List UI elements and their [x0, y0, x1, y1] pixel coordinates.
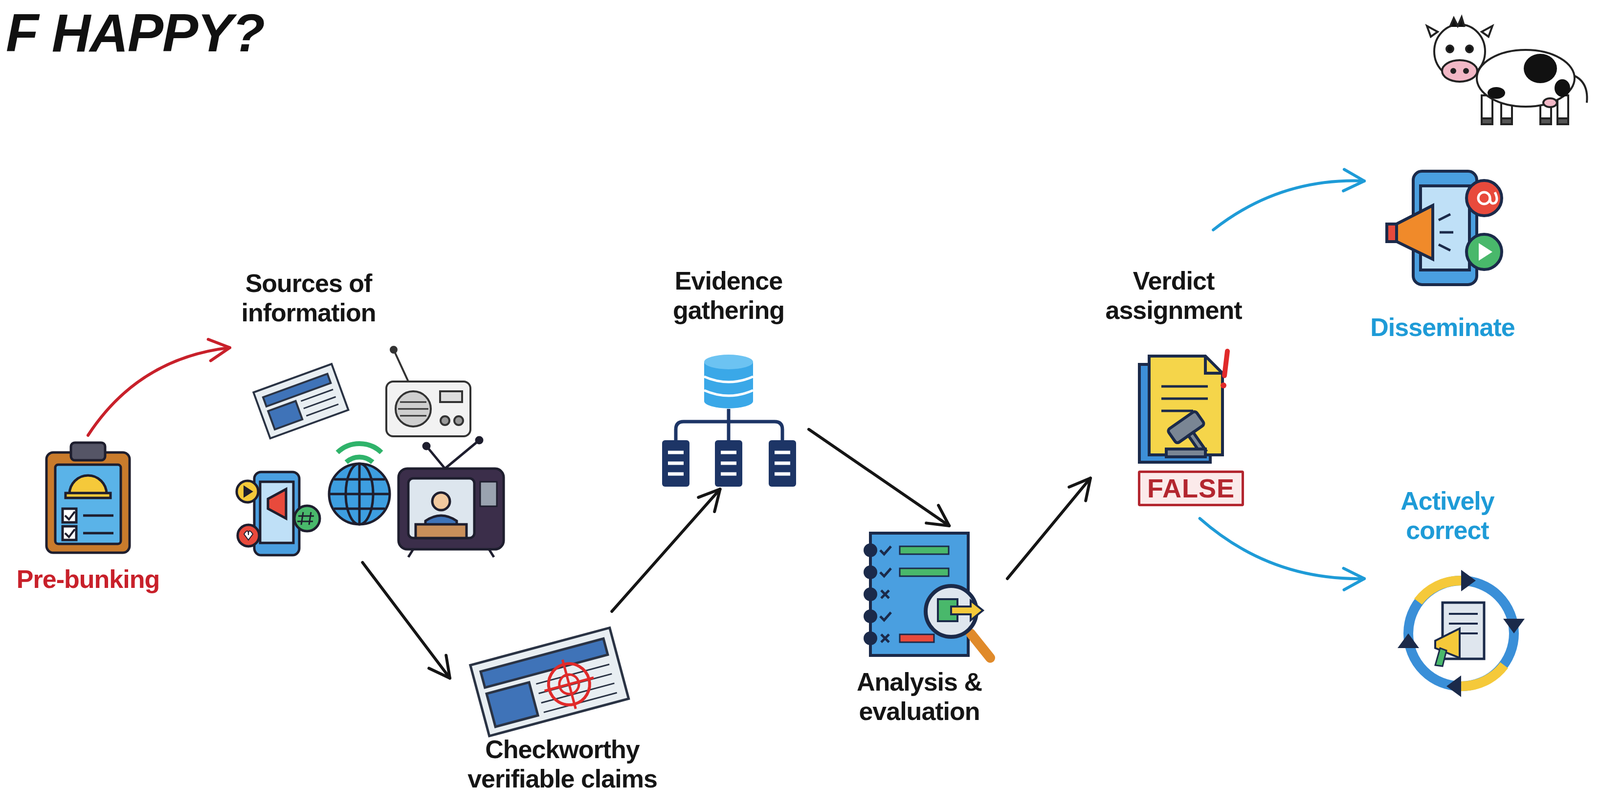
flow-line: [88, 347, 230, 436]
step-label: Pre-bunking: [7, 564, 169, 595]
outcome-step: Actively correct: [1364, 481, 1531, 702]
arrow-head: [926, 505, 950, 526]
flow-arrow: [1200, 518, 1365, 590]
flow-line: [1213, 180, 1365, 230]
checklist-icon: [865, 533, 991, 658]
arrow-head: [428, 655, 450, 679]
process-step: Evidence gathering: [650, 259, 809, 489]
newspaper-icon: [253, 363, 349, 439]
step-label: Sources of information: [205, 268, 412, 328]
step-label: Actively correct: [1374, 486, 1521, 546]
flow-arrow: [362, 562, 450, 679]
verdict-stamp: FALSE: [1137, 470, 1245, 507]
arrow-head: [1343, 169, 1365, 191]
phone-icon: [236, 471, 320, 556]
flow-line: [808, 429, 950, 526]
phone-megaphone-icon: [1386, 171, 1502, 285]
start-step: Pre-bunking: [4, 435, 172, 602]
flow-arrow: [611, 488, 720, 612]
verdict-icon: [1139, 351, 1228, 463]
clipboard-icon: [46, 442, 130, 553]
process-step: Analysis & evaluation: [831, 525, 1008, 746]
step-label: Evidence gathering: [650, 266, 807, 326]
newspaper-target-icon: [470, 627, 629, 736]
page-title: F HAPPY?: [5, 1, 265, 65]
step-label: Checkworthy verifiable claims: [454, 734, 670, 794]
step-label: Verdict assignment: [1090, 266, 1257, 326]
process-step: Sources of information: [229, 264, 519, 563]
outcome-step: Disseminate: [1364, 161, 1523, 357]
cycle-icon: [1397, 569, 1525, 697]
globe-icon: [329, 443, 390, 525]
flow-line: [611, 488, 720, 612]
flow-arrow: [808, 429, 950, 526]
arrow-head: [208, 339, 230, 361]
process-step: Checkworthy verifiable claims: [449, 611, 675, 802]
radio-icon: [386, 346, 471, 437]
arrow-head: [1068, 477, 1091, 501]
flow-arrow: [88, 339, 230, 436]
database-icon: [662, 354, 797, 487]
flow-arrow: [1213, 169, 1365, 230]
arrow-head: [1343, 568, 1365, 590]
cow-illustration: [1426, 17, 1588, 125]
tv-icon: [398, 437, 504, 557]
flow-line: [1007, 477, 1091, 579]
step-label: Disseminate: [1364, 312, 1521, 343]
flow-line: [1200, 518, 1365, 579]
step-label: Analysis & evaluation: [836, 667, 1003, 727]
flow-arrow: [1007, 477, 1091, 579]
arrow-head: [698, 488, 720, 512]
flow-line: [362, 562, 450, 679]
